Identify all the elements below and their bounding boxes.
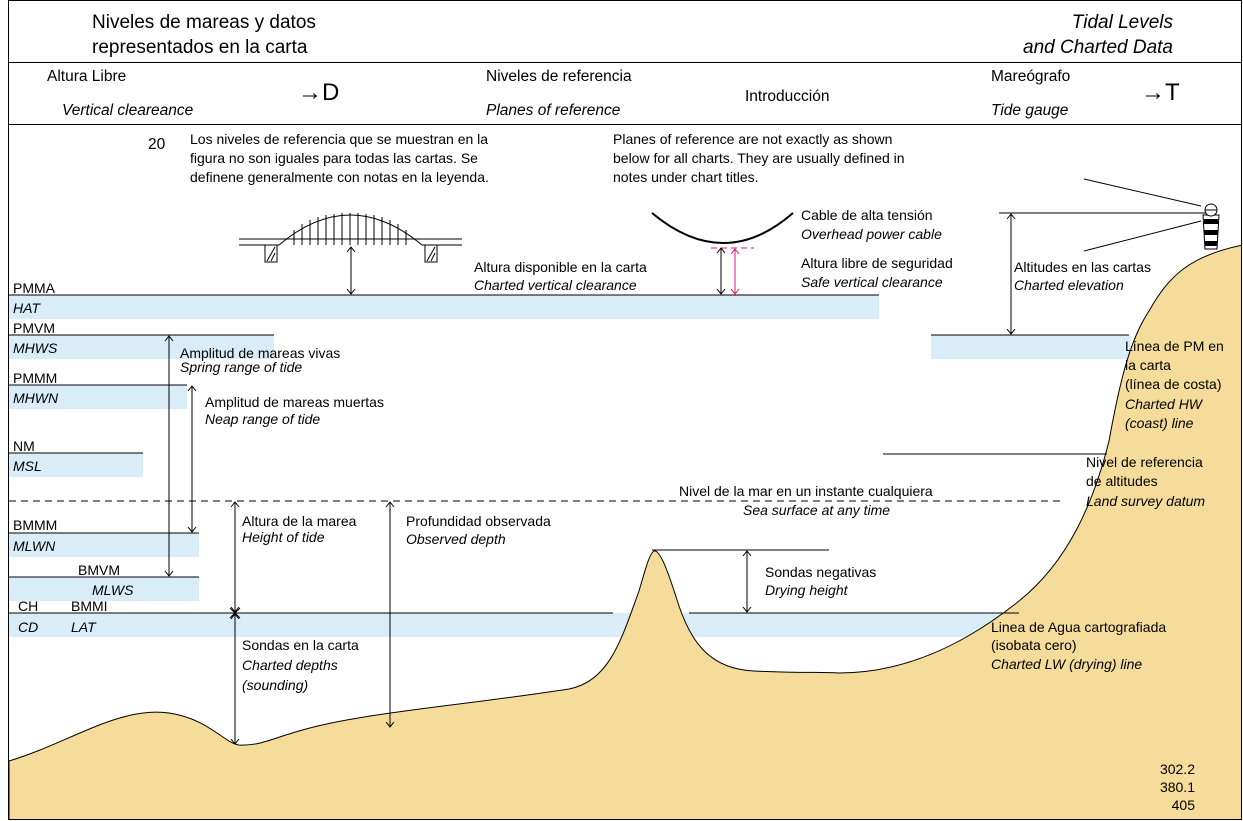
charted-elevation-en: Charted elevation [1014,277,1124,293]
planes-reference-en: Planes of reference [486,102,621,119]
mhws-band [9,335,274,359]
note-es-line1: Los niveles de referencia que se muestra… [190,131,489,147]
level-bmvm: BMVM [78,562,120,578]
power-cable-en: Overhead power cable [801,226,942,242]
introduction-label: Introducción [745,88,830,105]
title-en-line1: Tidal Levels [1071,12,1173,33]
height-of-tide-es: Altura de la marea [242,513,357,529]
charted-elevation-es: Altitudes en las cartas [1014,259,1151,275]
title-en-line2: and Charted Data [1023,37,1173,58]
seabed-land [9,244,1241,819]
subheader-divider [9,124,1241,125]
charted-clearance-es: Altura disponible en la carta [474,259,647,275]
height-of-tide-en: Height of tide [242,529,325,545]
neap-range-en: Neap range of tide [205,411,321,427]
level-pmvm: PMVM [13,320,55,336]
ref-t-link[interactable]: →T [1141,79,1180,106]
level-nm: NM [13,438,35,454]
level-mhws: MHWS [13,340,58,356]
spring-range-es: Amplitud de mareas vivas [180,345,341,361]
ref-d-link[interactable]: →D [298,79,340,106]
charted-depths-en: Charted depths [242,657,338,673]
hw-shore-band [931,335,1131,359]
neap-range-es: Amplitud de mareas muertas [205,394,384,410]
mhwn-band [9,385,187,409]
note-en-line2: below for all charts. They are usually d… [613,150,905,166]
power-cable [651,212,794,244]
planes-reference-es: Niveles de referencia [486,68,632,85]
level-lat: LAT [71,619,96,635]
lw-line-es-1: Linea de Agua cartografiada [991,619,1167,635]
note-en-line3: notes under chart titles. [613,169,759,185]
cd-band [9,613,1019,637]
level-msl: MSL [13,458,42,474]
drying-height-en: Drying height [765,582,848,598]
level-cd: CD [18,619,39,635]
ref-380-1: 380.1 [1159,779,1195,795]
note-es-line2: figura no son iguales para todas las car… [190,150,478,166]
hw-line-es-2: la carta [1125,357,1171,373]
note-number: 20 [148,136,166,153]
level-mhwn: MHWN [13,390,59,406]
observed-depth-en: Observed depth [406,531,506,547]
tide-gauge-es: Mareógrafo [991,68,1071,85]
level-ch: CH [18,598,39,614]
header-divider [9,62,1241,63]
hw-line-es-1: Línea de PM en [1125,338,1224,354]
survey-datum-es-2: de altitudes [1086,473,1158,489]
charted-depths-en-2: (sounding) [242,677,309,693]
ref-405: 405 [1171,797,1195,813]
level-mlwn: MLWN [13,538,56,554]
safe-clearance-en: Safe vertical clearance [801,274,943,290]
vertical-clearance-es: Altura Libre [47,68,127,85]
lw-line-en: Charted LW (drying) line [991,656,1143,672]
mlws-band [9,577,199,601]
sea-surface-en: Sea surface at any time [743,502,891,518]
level-pmma: PMMA [13,280,55,296]
level-pmmm: PMMM [13,370,58,386]
charted-clearance-en: Charted vertical clearance [474,277,637,293]
tide-gauge-en: Tide gauge [991,102,1069,119]
charted-depths-es: Sondas en la carta [242,637,359,653]
vertical-clearance-en: Vertical cleareance [62,102,194,119]
survey-datum-es-1: Nivel de referencia [1086,454,1203,470]
note-en-line1: Planes of reference are not exactly as s… [613,131,893,147]
profile-drawing [9,178,1241,819]
spring-range-en: Spring range of tide [180,359,303,375]
level-bmmi: BMMI [71,598,108,614]
drying-height-es: Sondas negativas [765,564,877,580]
level-hat: HAT [13,300,40,316]
level-bmmm: BMMM [13,517,58,533]
safe-clearance-es: Altura libre de seguridad [801,255,953,271]
hw-line-en-1: Charted HW [1125,396,1203,412]
title-es-line1: Niveles de mareas y datos [92,12,316,33]
level-mlws: MLWS [92,582,134,598]
observed-depth-es: Profundidad observada [406,513,551,529]
hw-line-es-3: (línea de costa) [1125,376,1222,392]
ref-302-2: 302.2 [1159,761,1195,777]
lighthouse-drawing [999,178,1220,252]
diagram-frame: Niveles de mareas y datos representados … [8,0,1242,820]
sea-surface-es: Nivel de la mar en un instante cualquier… [679,483,933,499]
power-cable-es: Cable de alta tensión [801,207,933,223]
survey-datum-en: Land survey datum [1086,493,1206,509]
note-es-line3: definene generalmente con notas en la le… [190,169,489,185]
bridge-drawing [239,213,462,263]
hw-line-en-2: (coast) line [1125,415,1194,431]
title-es-line2: representados en la carta [92,37,308,58]
hat-band [9,295,879,319]
lw-line-es-2: (isobata cero) [991,637,1077,653]
msl-band [9,453,143,477]
